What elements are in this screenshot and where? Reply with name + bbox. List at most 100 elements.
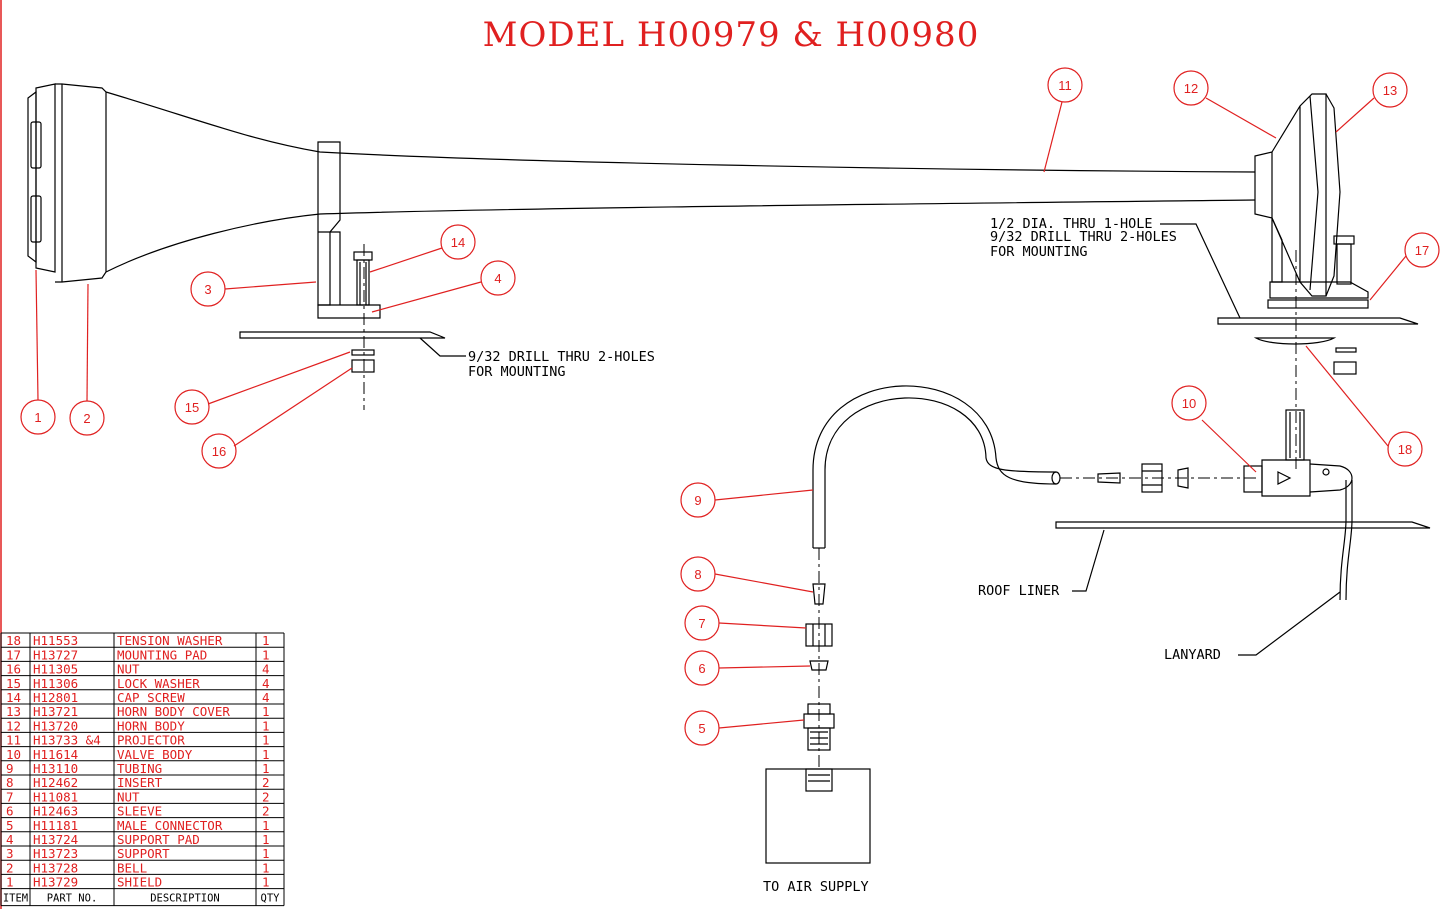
- balloon-6: 6: [698, 661, 705, 676]
- table-cell-part: H11305: [33, 662, 78, 677]
- table-cell-desc: TENSION WASHER: [117, 633, 223, 648]
- balloon-18: 18: [1398, 442, 1412, 457]
- table-cell-desc: SUPPORT: [117, 846, 170, 861]
- table-cell-item: 7: [6, 789, 14, 804]
- table-cell-desc: PROJECTOR: [117, 733, 185, 748]
- table-cell-item: 12: [6, 718, 21, 733]
- table-header-desc: DESCRIPTION: [150, 893, 220, 905]
- balloon-14: 14: [451, 235, 465, 250]
- table-cell-desc: NUT: [117, 789, 140, 804]
- table-cell-qty: 1: [262, 633, 270, 648]
- table-cell-part: H11306: [33, 676, 78, 691]
- table-cell-part: H11614: [33, 747, 78, 762]
- note-air-supply: TO AIR SUPPLY: [763, 879, 869, 895]
- drawing-title: MODEL H00979 & H00980: [483, 15, 980, 55]
- table-cell-item: 18: [6, 633, 21, 648]
- table-cell-part: H13733 &4: [33, 733, 101, 748]
- table-cell-qty: 1: [262, 718, 270, 733]
- table-cell-part: H13721: [33, 704, 78, 719]
- table-cell-part: H13720: [33, 718, 78, 733]
- table-cell-qty: 2: [262, 775, 270, 790]
- balloon-16: 16: [212, 444, 226, 459]
- table-cell-part: H11081: [33, 789, 78, 804]
- balloon-callouts: 1 2 3 4 5 6 7 8 9 10 11 12 13 14 15 16 1…: [20, 67, 1440, 746]
- table-header-item: ITEM: [3, 893, 28, 905]
- table-cell-qty: 1: [262, 832, 270, 847]
- table-cell-qty: 1: [262, 647, 270, 662]
- table-cell-desc: BELL: [117, 860, 147, 875]
- table-cell-qty: 1: [262, 846, 270, 861]
- table-cell-item: 14: [6, 690, 21, 705]
- table-cell-item: 2: [6, 860, 14, 875]
- table-cell-part: H12462: [33, 775, 78, 790]
- table-cell-desc: LOCK WASHER: [117, 676, 200, 691]
- balloon-15: 15: [185, 400, 199, 415]
- note-mount-right-3: FOR MOUNTING: [990, 244, 1088, 260]
- table-cell-item: 4: [6, 832, 14, 847]
- table-cell-item: 16: [6, 662, 21, 677]
- table-cell-qty: 2: [262, 789, 270, 804]
- balloon-17: 17: [1415, 243, 1429, 258]
- table-cell-item: 10: [6, 747, 21, 762]
- table-cell-desc: SUPPORT PAD: [117, 832, 200, 847]
- table-cell-desc: VALVE BODY: [117, 747, 193, 762]
- table-cell-qty: 1: [262, 860, 270, 875]
- table-cell-qty: 1: [262, 875, 270, 890]
- table-cell-qty: 1: [262, 761, 270, 776]
- table-cell-part: H13110: [33, 761, 78, 776]
- table-cell-item: 3: [6, 846, 14, 861]
- note-mount-right-2: 9/32 DRILL THRU 2-HOLES: [990, 229, 1177, 245]
- note-mount-right-1: 1/2 DIA. THRU 1-HOLE: [990, 216, 1153, 232]
- table-cell-desc: NUT: [117, 662, 140, 677]
- table-cell-qty: 2: [262, 804, 270, 819]
- balloon-1: 1: [34, 410, 41, 425]
- balloon-5: 5: [698, 721, 705, 736]
- table-cell-item: 15: [6, 676, 21, 691]
- balloon-4: 4: [494, 271, 501, 286]
- balloon-13: 13: [1383, 83, 1397, 98]
- valve-assembly: [765, 385, 1431, 864]
- table-cell-part: H13723: [33, 846, 78, 861]
- table-header-part: PART NO.: [47, 893, 98, 905]
- note-lanyard: LANYARD: [1164, 647, 1221, 663]
- table-cell-item: 1: [6, 875, 14, 890]
- table-cell-desc: TUBING: [117, 761, 162, 776]
- table-cell-part: H12801: [33, 690, 78, 705]
- table-cell-qty: 1: [262, 733, 270, 748]
- table-cell-part: H13727: [33, 647, 78, 662]
- table-cell-part: H13729: [33, 875, 78, 890]
- table-cell-desc: SHIELD: [117, 875, 162, 890]
- balloon-2: 2: [83, 411, 90, 426]
- table-cell-item: 17: [6, 647, 21, 662]
- table-cell-desc: INSERT: [117, 775, 163, 790]
- table-cell-desc: HORN BODY COVER: [117, 704, 230, 719]
- table-cell-qty: 4: [262, 690, 270, 705]
- table-cell-qty: 4: [262, 676, 270, 691]
- balloon-7: 7: [698, 616, 705, 631]
- table-cell-item: 5: [6, 818, 14, 833]
- balloon-9: 9: [694, 493, 701, 508]
- note-mount-left-2: FOR MOUNTING: [468, 364, 566, 380]
- table-cell-desc: MALE CONNECTOR: [117, 818, 223, 833]
- table-cell-desc: CAP SCREW: [117, 690, 185, 705]
- balloon-3: 3: [204, 282, 211, 297]
- horn-projector: [27, 83, 1419, 470]
- table-cell-item: 11: [6, 733, 21, 748]
- table-cell-qty: 4: [262, 662, 270, 677]
- table-cell-item: 9: [6, 761, 14, 776]
- note-roof-liner: ROOF LINER: [978, 583, 1060, 599]
- table-cell-item: 8: [6, 775, 14, 790]
- table-cell-part: H12463: [33, 804, 78, 819]
- table-cell-desc: SLEEVE: [117, 804, 162, 819]
- table-cell-qty: 1: [262, 747, 270, 762]
- table-cell-part: H13724: [33, 832, 78, 847]
- table-cell-part: H13728: [33, 860, 78, 875]
- balloon-8: 8: [694, 567, 701, 582]
- table-cell-qty: 1: [262, 818, 270, 833]
- table-cell-part: H11181: [33, 818, 78, 833]
- table-header-qty: QTY: [261, 893, 281, 905]
- table-cell-item: 13: [6, 704, 21, 719]
- table-cell-part: H11553: [33, 633, 78, 648]
